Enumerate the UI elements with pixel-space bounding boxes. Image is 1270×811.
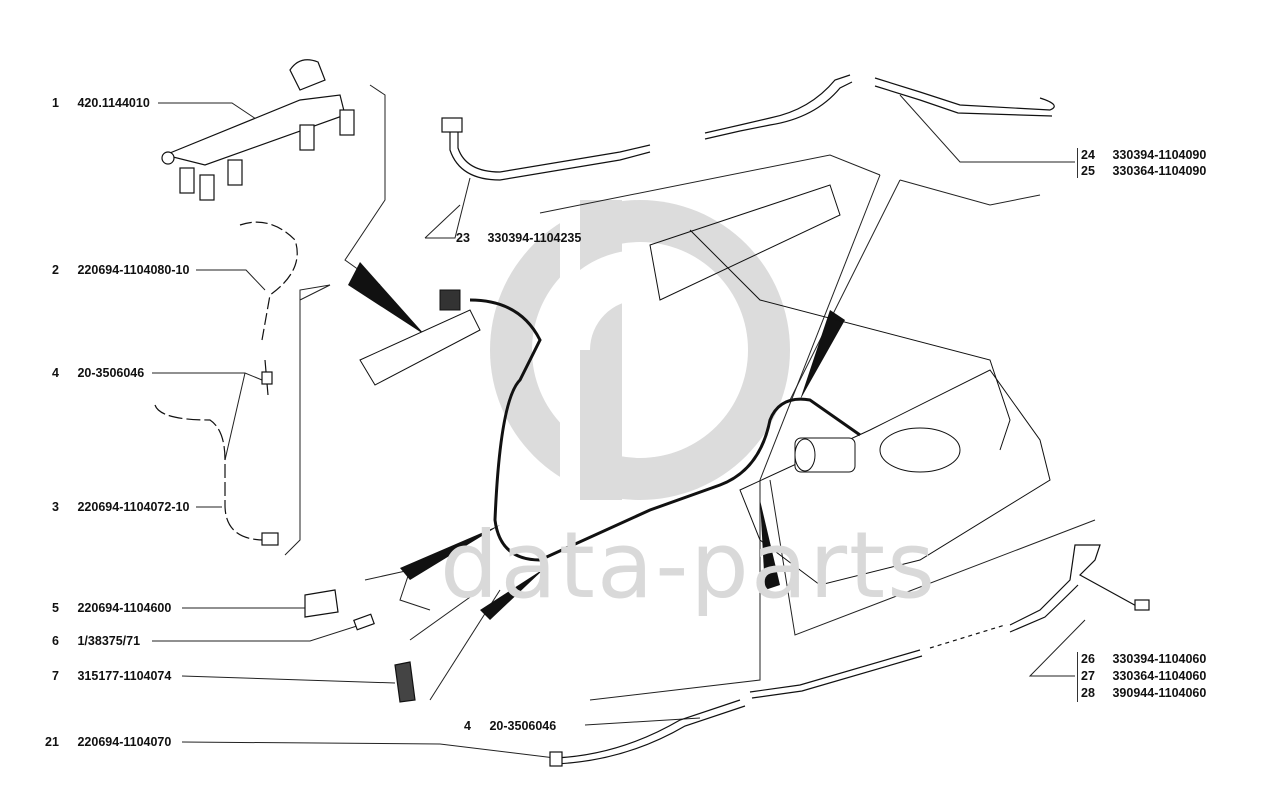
part-label-23[interactable]: 23 330394-1104235 [456,231,581,245]
part-label-7[interactable]: 7 315177-1104074 [52,669,171,683]
leader-7 [181,675,396,684]
part-label-21[interactable]: 21 220694-1104070 [45,735,171,749]
part-number: 27 [1081,669,1095,683]
part-code: 220694-1104600 [77,601,172,615]
part-label-3[interactable]: 3 220694-1104072-10 [52,500,189,514]
part-number: 21 [45,735,59,749]
part-number: 6 [52,634,59,648]
part-number: 5 [52,601,59,615]
fuel-rail-drawing [161,59,355,201]
part-label-24[interactable]: 24 330394-1104090 [1081,148,1206,162]
bracket-bolt-clip-drawing [304,589,416,703]
part-number: 23 [456,231,470,245]
part-label-27[interactable]: 27 330364-1104060 [1081,669,1206,683]
leader-23 [425,177,471,239]
leader-2 [196,269,266,291]
leader-1 [158,102,266,126]
part-number: 28 [1081,686,1095,700]
part-number: 25 [1081,164,1095,178]
part-code: 390944-1104060 [1112,686,1207,700]
part-code: 330394-1104235 [487,231,582,245]
part-code: 20-3506046 [77,366,145,380]
fuel-lines-drawing [469,298,861,562]
part-code: 330364-1104060 [1112,669,1207,683]
part-number: 4 [464,719,471,733]
part-label-4-lower[interactable]: 4 20-3506046 [464,719,556,733]
part-code: 220694-1104072-10 [77,500,190,514]
part-code: 330394-1104090 [1112,148,1207,162]
part-label-2[interactable]: 2 220694-1104080-10 [52,263,189,277]
part-code: 20-3506046 [489,719,557,733]
leader-4a [152,372,263,381]
watermark-logo [490,200,790,500]
part-code: 420.1144010 [77,96,150,110]
part-number: 4 [52,366,59,380]
leader-4a-b [224,372,246,461]
part-label-5[interactable]: 5 220694-1104600 [52,601,171,615]
part-number: 3 [52,500,59,514]
vehicle-frame-drawing [649,184,1051,586]
line-26-28-drawing [929,544,1150,649]
line-24-25-drawing [704,74,1055,140]
part-label-4-upper[interactable]: 4 20-3506046 [52,366,144,380]
part-label-28[interactable]: 28 390944-1104060 [1081,686,1206,700]
watermark-text: data-parts [440,512,938,619]
part-number: 1 [52,96,59,110]
part-code: 220694-1104080-10 [77,263,190,277]
leader-23b [424,204,461,239]
part-label-6[interactable]: 6 1/38375/71 [52,634,140,648]
injector-rail-small [359,289,481,386]
part-label-26[interactable]: 26 330394-1104060 [1081,652,1206,666]
part-code: 220694-1104070 [77,735,172,749]
bracket-24-25 [1077,148,1078,178]
callout-wedges [348,262,845,620]
part-number: 2 [52,263,59,277]
hoses-left-drawing [154,221,298,546]
part-label-25[interactable]: 25 330364-1104090 [1081,164,1206,178]
part-number: 24 [1081,148,1095,162]
part-code: 315177-1104074 [77,669,172,683]
leader-21 [181,741,556,759]
leader-24-25 [899,94,1075,163]
part-label-1[interactable]: 1 420.1144010 [52,96,150,110]
hose-23-drawing [441,117,651,181]
part-number: 26 [1081,652,1095,666]
leader-26-28 [1028,619,1086,677]
leader-6 [152,624,361,642]
part-number: 7 [52,669,59,683]
part-code: 1/38375/71 [77,634,141,648]
part-code: 330394-1104060 [1112,652,1207,666]
part-code: 330364-1104090 [1112,164,1207,178]
bracket-26-28 [1077,652,1078,702]
line-21-drawing [549,649,923,767]
